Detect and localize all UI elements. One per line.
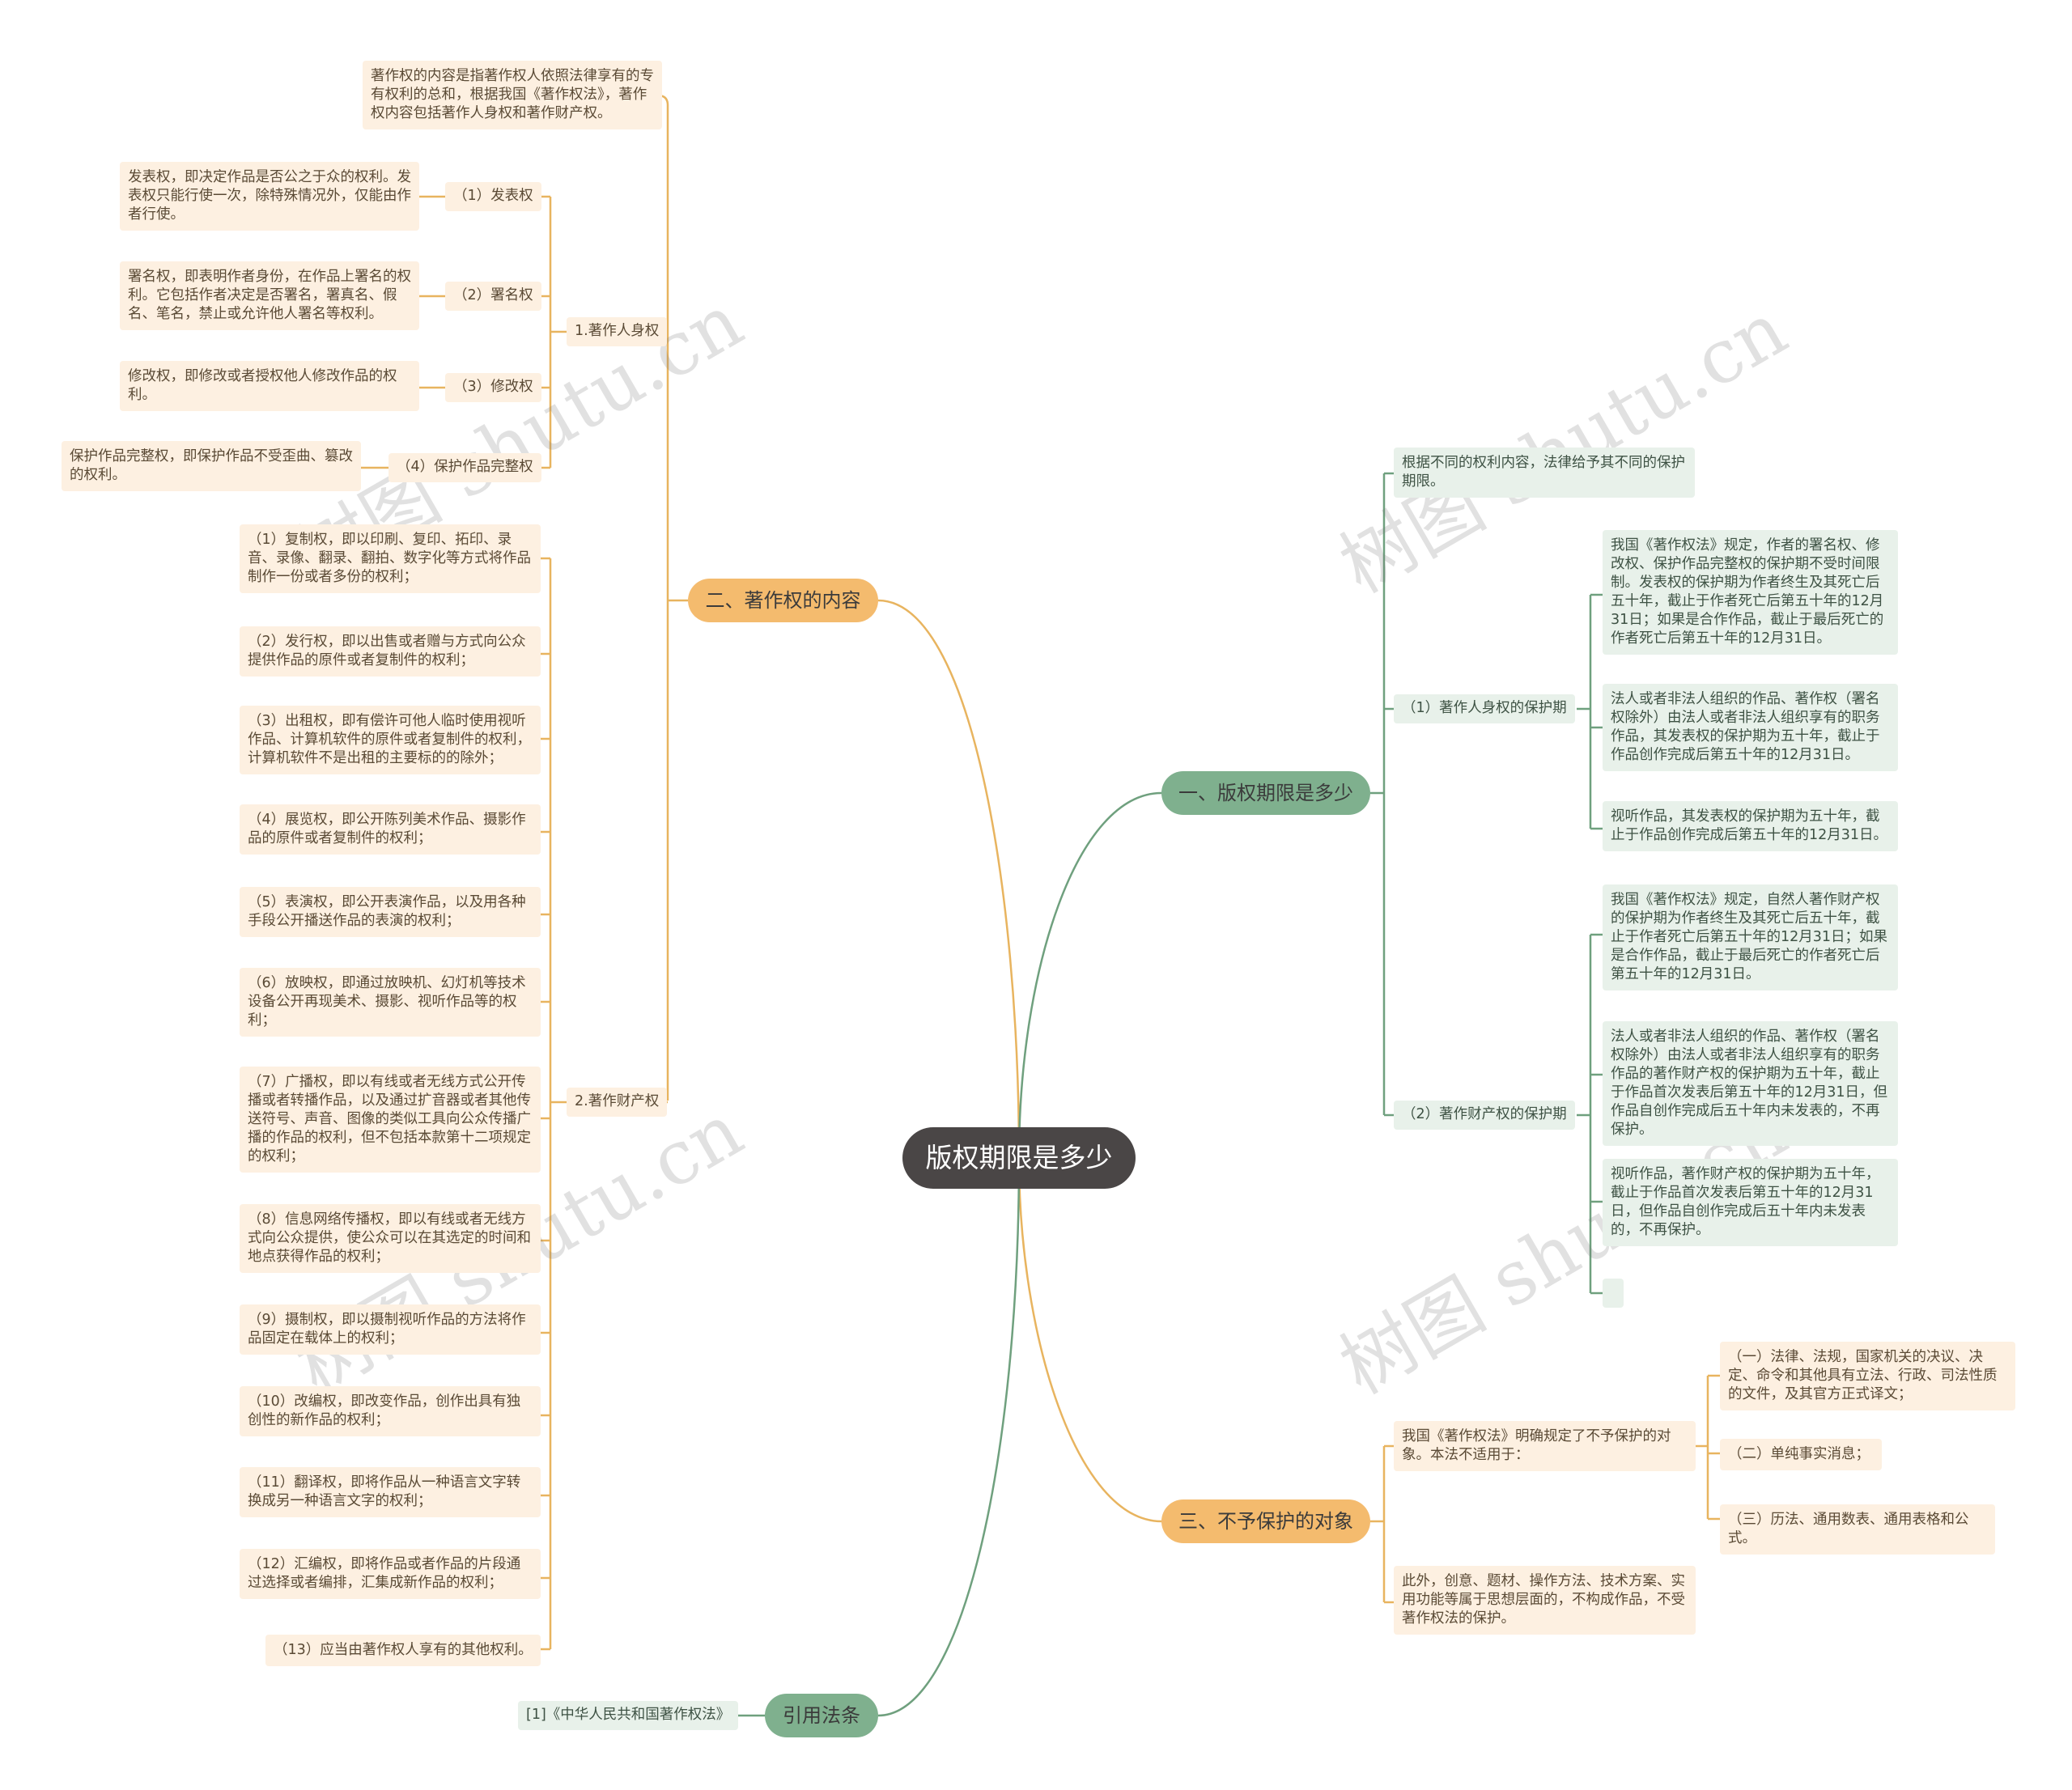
unprotected-item: （三）历法、通用数表、通用表格和公式。 (1720, 1504, 1995, 1555)
unprotected-item: （二）单纯事实消息； (1720, 1439, 1882, 1470)
right-text-publication: 发表权，即决定作品是否公之于众的权利。发表权只能行使一次，除特殊情况外，仅能由作… (120, 162, 419, 231)
property-term-empty (1603, 1279, 1624, 1308)
property-term-label[interactable]: （2）著作财产权的保护期 (1394, 1101, 1575, 1130)
personal-term-item: 法人或者非法人组织的作品、著作权（署名权除外）由法人或者非法人组织享有的职务作品… (1603, 684, 1898, 771)
personal-rights-label[interactable]: 1.著作人身权 (567, 317, 668, 346)
content-intro: 著作权的内容是指著作权人依照法律享有的专有权利的总和，根据我国《著作权法》，著作… (363, 61, 662, 129)
personal-term-item: 视听作品，其发表权的保护期为五十年，截止于作品创作完成后第五十年的12月31日。 (1603, 801, 1898, 851)
personal-term-label[interactable]: （1）著作人身权的保护期 (1394, 694, 1575, 723)
property-right-item: （1）复制权，即以印刷、复印、拓印、录音、录像、翻录、翻拍、数字化等方式将作品制… (240, 524, 541, 593)
property-right-item: （13）应当由著作权人享有的其他权利。 (265, 1635, 541, 1666)
property-term-item: 我国《著作权法》规定，自然人著作财产权的保护期为作者终生及其死亡后五十年，截止于… (1603, 884, 1898, 990)
property-right-item: （4）展览权，即公开陈列美术作品、摄影作品的原件或者复制件的权利； (240, 804, 541, 855)
branch-unprotected-objects[interactable]: 三、不予保护的对象 (1161, 1499, 1370, 1543)
unprotected-note: 此外，创意、题材、操作方法、技术方案、实用功能等属于思想层面的，不构成作品，不受… (1394, 1566, 1696, 1635)
branch-copyright-term[interactable]: 一、版权期限是多少 (1161, 771, 1370, 815)
root-topic[interactable]: 版权期限是多少 (902, 1127, 1136, 1189)
property-right-item: （12）汇编权，即将作品或者作品的片段通过选择或者编排，汇集成新作品的权利； (240, 1549, 541, 1599)
property-right-item: （6）放映权，即通过放映机、幻灯机等技术设备公开再现美术、摄影、视听作品等的权利… (240, 968, 541, 1037)
branch-cited-laws[interactable]: 引用法条 (765, 1694, 878, 1737)
property-right-item: （9）摄制权，即以摄制视听作品的方法将作品固定在载体上的权利； (240, 1304, 541, 1355)
property-right-item: （11）翻译权，即将作品从一种语言文字转换成另一种语言文字的权利； (240, 1467, 541, 1517)
unprotected-item: （一）法律、法规，国家机关的决议、决定、命令和其他具有立法、行政、司法性质的文件… (1720, 1342, 2015, 1410)
unprotected-intro: 我国《著作权法》明确规定了不予保护的对象。本法不适用于： (1394, 1421, 1696, 1471)
right-label-integrity[interactable]: （4）保护作品完整权 (388, 453, 541, 482)
personal-term-item: 我国《著作权法》规定，作者的署名权、修改权、保护作品完整权的保护期不受时间限制。… (1603, 530, 1898, 655)
right-label-modification[interactable]: （3）修改权 (445, 373, 541, 402)
property-right-item: （10）改编权，即改变作品，创作出具有独创性的新作品的权利； (240, 1386, 541, 1436)
property-term-item: 视听作品，著作财产权的保护期为五十年，截止于作品首次发表后第五十年的12月31日… (1603, 1159, 1898, 1246)
property-rights-label[interactable]: 2.著作财产权 (567, 1088, 668, 1117)
term-intro: 根据不同的权利内容，法律给予其不同的保护期限。 (1394, 448, 1695, 498)
right-text-attribution: 署名权，即表明作者身份，在作品上署名的权利。它包括作者决定是否署名，署真名、假名… (120, 261, 419, 330)
right-label-attribution[interactable]: （2）署名权 (445, 282, 541, 311)
right-text-modification: 修改权，即修改或者授权他人修改作品的权利。 (120, 361, 419, 411)
property-right-item: （2）发行权，即以出售或者赠与方式向公众提供作品的原件或者复制件的权利； (240, 626, 541, 677)
property-right-item: （7）广播权，即以有线或者无线方式公开传播或者转播作品，以及通过扩音器或者其他传… (240, 1067, 541, 1173)
property-term-item: 法人或者非法人组织的作品、著作权（署名权除外）由法人或者非法人组织享有的职务作品… (1603, 1021, 1898, 1146)
right-text-integrity: 保护作品完整权，即保护作品不受歪曲、篡改的权利。 (62, 441, 361, 491)
right-label-publication[interactable]: （1）发表权 (445, 182, 541, 211)
property-right-item: （3）出租权，即有偿许可他人临时使用视听作品、计算机软件的原件或者复制件的权利，… (240, 706, 541, 774)
branch-copyright-content[interactable]: 二、著作权的内容 (688, 579, 878, 622)
property-right-item: （8）信息网络传播权，即以有线或者无线方式向公众提供，使公众可以在其选定的时间和… (240, 1204, 541, 1273)
cited-law-item[interactable]: [1]《中华人民共和国著作权法》 (518, 1701, 739, 1730)
property-right-item: （5）表演权，即公开表演作品，以及用各种手段公开播送作品的表演的权利； (240, 887, 541, 937)
